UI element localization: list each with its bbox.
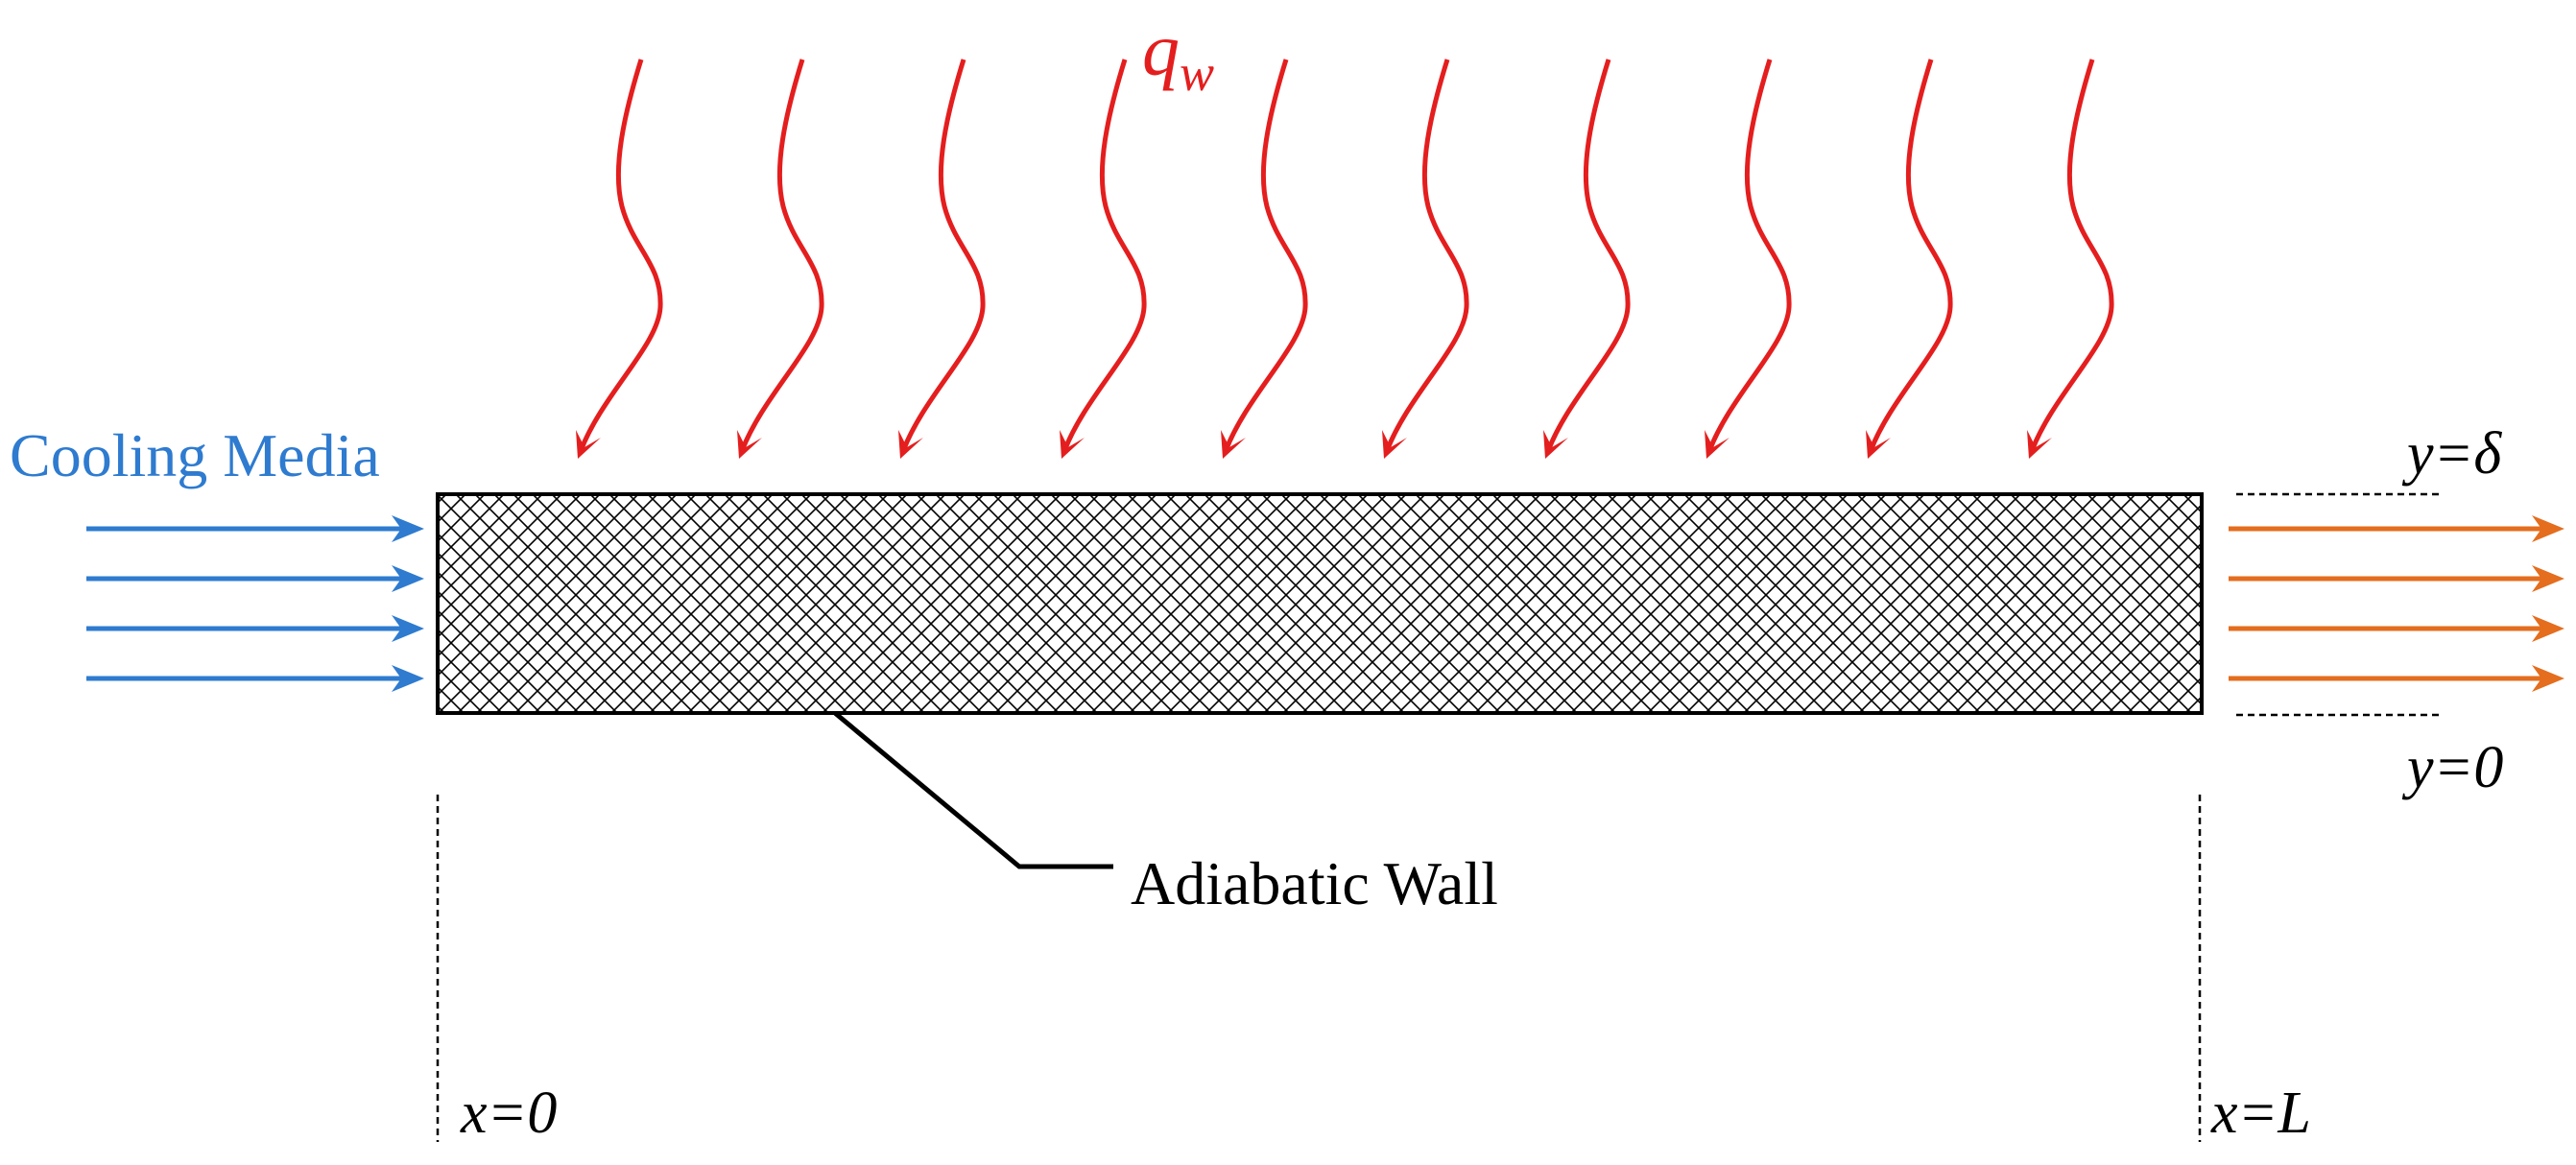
heat-flux-arrow [900,59,986,452]
heat-flux-arrow [2029,59,2114,452]
heat-flux-arrowhead [2027,430,2052,459]
outlet-arrows [2229,515,2564,692]
heat-flux-arrow [578,59,663,452]
heat-flux-arrow [1868,59,1953,452]
inlet-label: Cooling Media [10,421,380,489]
heat-flux-arrow [1223,59,1308,452]
heat-flux-arrowhead [1221,430,1246,459]
outlet-arrow-head [2532,665,2564,692]
outlet-arrow-head [2532,515,2564,542]
heat-flux-subscript: w [1180,44,1214,102]
heat-flux-arrowhead [1543,430,1568,459]
inlet-arrow-head [392,615,424,642]
inlet-arrows [86,515,424,692]
heat-flux-arrow [1545,59,1631,452]
y-bottom-label: y=0 [2401,735,2503,800]
heat-flux-symbol: q [1142,8,1180,91]
heat-flux-arrowhead [898,430,923,459]
heat-flux-arrow [1061,59,1147,452]
x-end-label: x=L [2210,1081,2311,1146]
x-start-label: x=0 [460,1081,557,1146]
heat-flux-arrowhead [1382,430,1407,459]
heat-flux-arrowhead [1060,430,1085,459]
inlet-arrow-head [392,515,424,542]
heat-flux-arrowhead [737,430,762,459]
heat-flux-arrow [739,59,824,452]
heat-flux-arrow [1706,59,1792,452]
heat-flux-arrows [576,59,2114,459]
heat-flux-arrow [1384,59,1469,452]
heat-flux-arrowhead [1866,430,1891,459]
heat-flux-label: qw [1142,8,1214,102]
outlet-arrow-head [2532,565,2564,592]
adiabatic-wall-leader-line [833,711,1113,869]
inlet-arrow-head [392,565,424,592]
y-top-label: y=δ [2401,421,2502,487]
heat-flux-arrowhead [576,430,601,459]
outlet-arrow-head [2532,615,2564,642]
heat-flux-arrowhead [1705,430,1729,459]
inlet-arrow-head [392,665,424,692]
porous-wall-block [436,492,2204,715]
adiabatic-wall-label: Adiabatic Wall [1131,849,1498,917]
